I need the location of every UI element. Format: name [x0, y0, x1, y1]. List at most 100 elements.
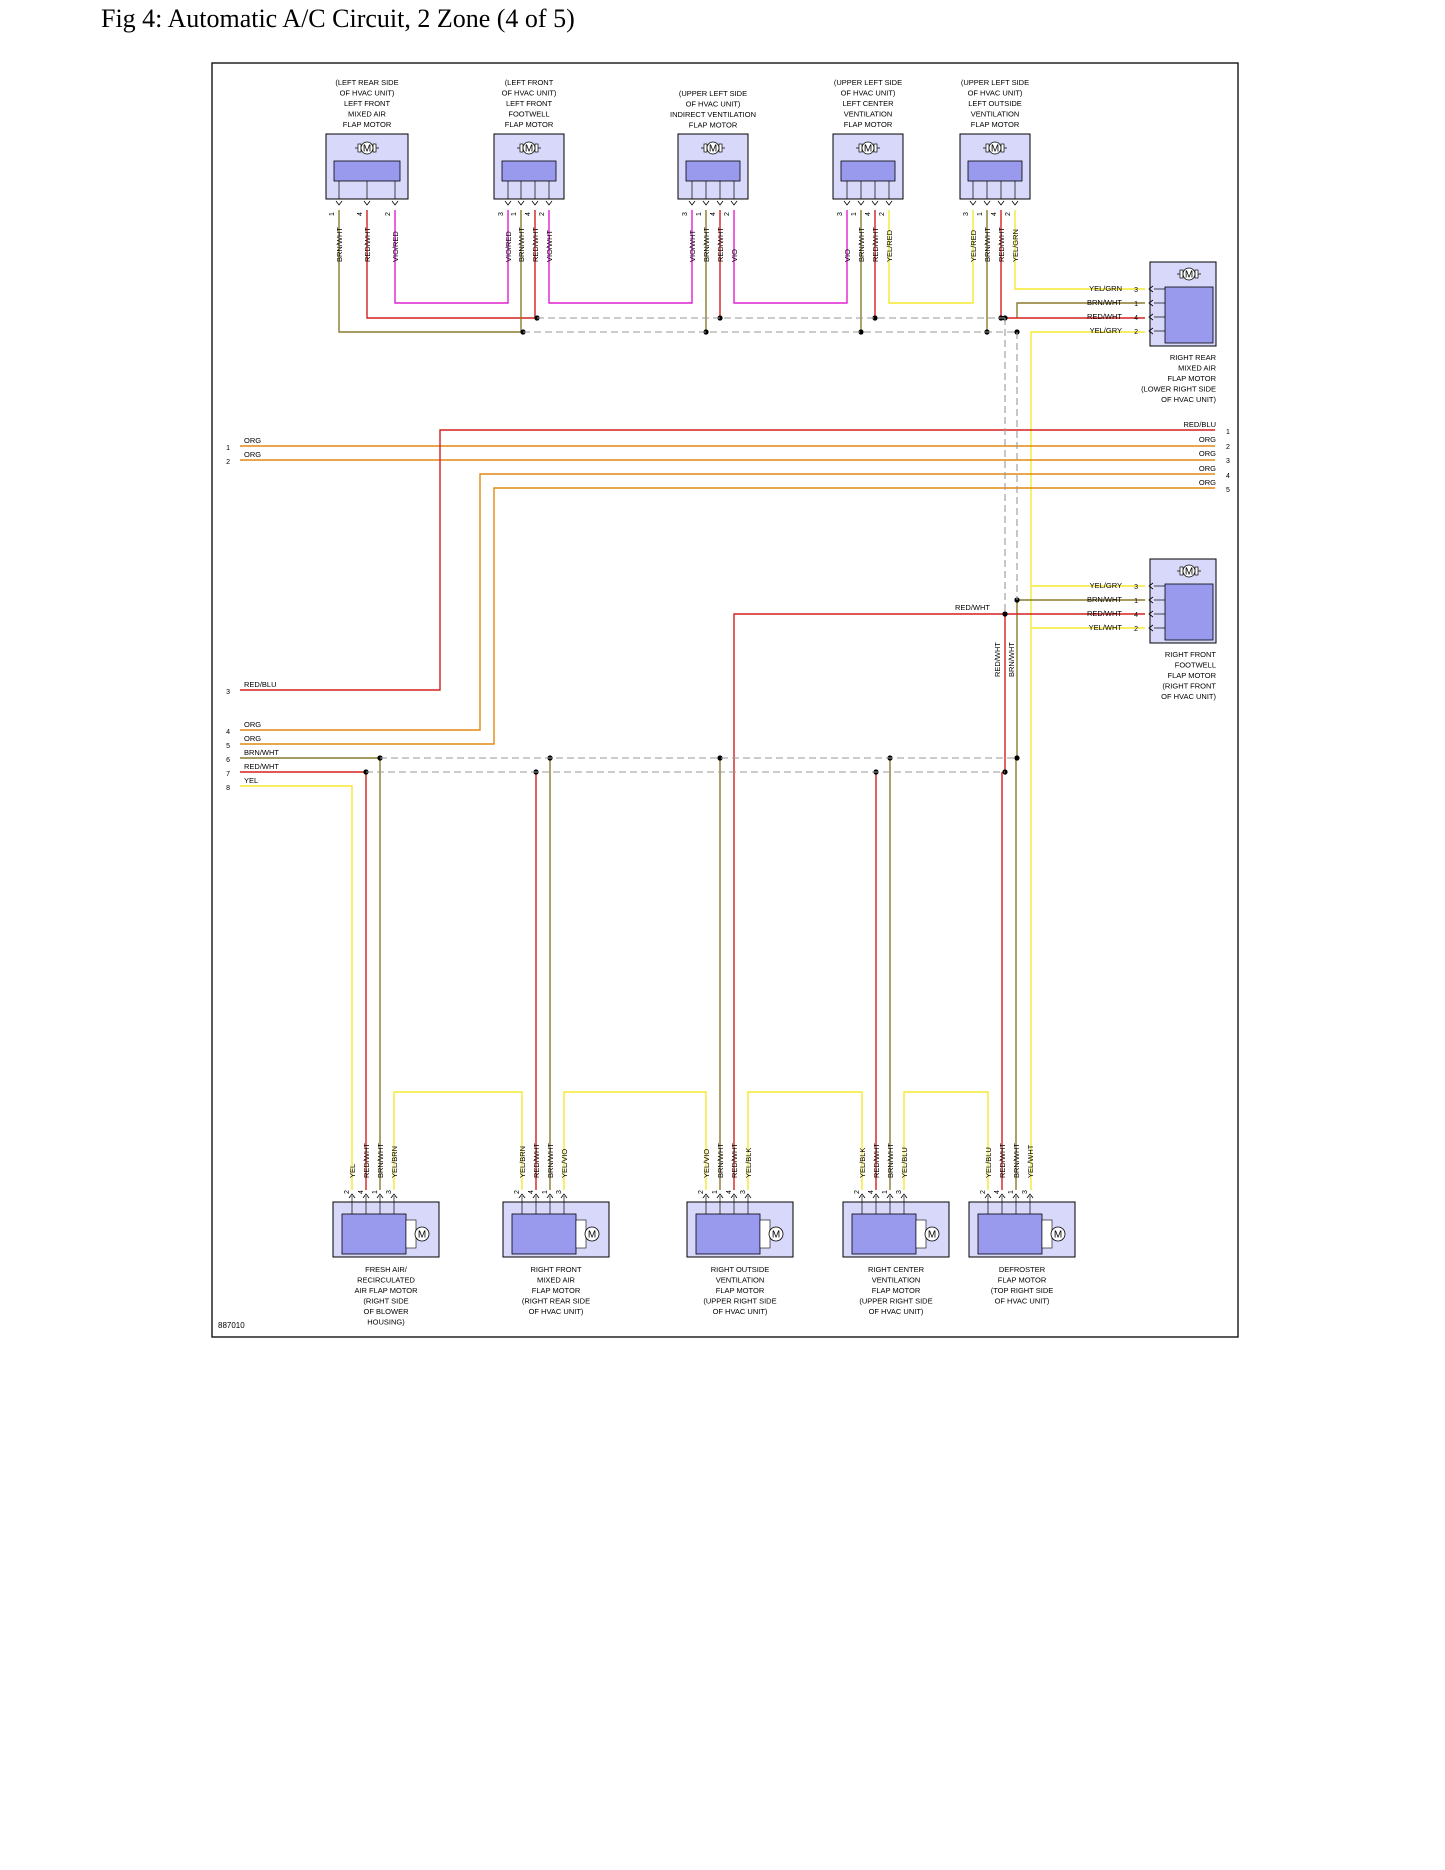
top-motor-label: OF HVAC UNIT): [968, 89, 1023, 98]
top-motor-5: M: [959, 133, 1031, 206]
connector-wire-label: ORG: [1199, 464, 1216, 473]
motor-symbol: M: [709, 144, 717, 155]
wire-label: RED/WHT: [531, 227, 540, 262]
motor-brush: [718, 143, 723, 153]
motor-symbol: M: [1185, 270, 1193, 281]
top-motor-label: OF HVAC UNIT): [340, 89, 395, 98]
motor-brush: [1000, 143, 1005, 153]
connector-wire-label: BRN/WHT: [244, 748, 279, 757]
top-motor-label: LEFT CENTER: [842, 99, 894, 108]
motor-brush: [519, 143, 524, 153]
wire-label: BRN/WHT: [886, 1143, 895, 1178]
top-motor-label: FLAP MOTOR: [844, 120, 893, 129]
pin-number: 1: [882, 1190, 889, 1194]
pin-arrow: [1148, 596, 1154, 604]
connector-wire-label: ORG: [244, 450, 261, 459]
connector-wire-label: YEL: [244, 776, 258, 785]
pin-arrow: [348, 1193, 356, 1199]
pin-arrow: [969, 200, 977, 206]
wire-label: RED/WHT: [363, 227, 372, 262]
motor-body: [977, 1213, 1043, 1255]
connector-pin: 4: [226, 729, 230, 736]
right-motor-label: RIGHT REAR: [1170, 353, 1217, 362]
motor-brush: [534, 143, 539, 153]
bottom-motor-label: OF HVAC UNIT): [713, 1307, 768, 1316]
wire-label: BRN/WHT: [1087, 298, 1122, 307]
wire-label: BRN/WHT: [517, 227, 526, 262]
pin-number: 3: [386, 1190, 393, 1194]
wire-label: YEL/BLK: [858, 1148, 867, 1178]
wire-label: RED/WHT: [1087, 609, 1122, 618]
motor-body: [967, 160, 1023, 182]
figure-id: 887010: [218, 1321, 245, 1330]
motor-brush: [703, 143, 708, 153]
pin-number: 3: [740, 1190, 747, 1194]
motor-brush: [1179, 269, 1184, 279]
top-motor-label: MIXED AIR: [348, 110, 387, 119]
wire-label: YEL/VIO: [702, 1149, 711, 1178]
pin-arrow: [531, 200, 539, 206]
motor-icon: [1182, 267, 1196, 281]
bottom-motor-label: FRESH AIR/: [365, 1265, 408, 1274]
pin-number: 2: [385, 212, 392, 216]
pin-number: 3: [896, 1190, 903, 1194]
wire-label: RED/WHT: [532, 1143, 541, 1178]
pin-number: 3: [1022, 1190, 1029, 1194]
pin-number: 2: [1005, 212, 1012, 216]
pin-arrow: [702, 1193, 710, 1199]
right-motor-label: OF HVAC UNIT): [1161, 692, 1216, 701]
wire: [888, 210, 974, 304]
pin-number: 1: [1134, 301, 1138, 308]
motor-body: [341, 1213, 407, 1255]
wire-label: VIO/RED: [391, 231, 400, 262]
pin-arrow: [872, 1193, 880, 1199]
pin-number: 3: [1134, 584, 1138, 591]
pin-number: 2: [344, 1190, 351, 1194]
pin-arrow: [390, 1193, 398, 1199]
motor-body: [1164, 286, 1214, 344]
pin-arrow: [504, 200, 512, 206]
connector-pin: 4: [1226, 473, 1230, 480]
pin-arrow: [885, 200, 893, 206]
pin-number: 2: [980, 1190, 987, 1194]
pin-number: 1: [1008, 1190, 1015, 1194]
wire: [1014, 210, 1145, 290]
top-motor-label: FOOTWELL: [508, 110, 549, 119]
connector-pin: 3: [1226, 458, 1230, 465]
pin-arrow: [900, 1193, 908, 1199]
motor-symbol: M: [991, 144, 999, 155]
motor-body: [501, 160, 557, 182]
pin-arrow: [871, 200, 879, 206]
pin-number: 2: [539, 212, 546, 216]
bottom-motor-label: OF BLOWER: [363, 1307, 409, 1316]
wire: [903, 1091, 989, 1190]
pin-number: 4: [991, 212, 998, 216]
top-motor-3: M: [677, 133, 749, 206]
wire-label: BRN/WHT: [1087, 595, 1122, 604]
connector-pin: 2: [1226, 444, 1230, 451]
motor-shaft: [1041, 1219, 1053, 1249]
wire-label: YEL/BRN: [390, 1146, 399, 1178]
bottom-motor-label: RIGHT OUTSIDE: [711, 1265, 770, 1274]
motor-icon: [1182, 564, 1196, 578]
motor-brush: [873, 143, 878, 153]
connector-pin: 1: [1226, 429, 1230, 436]
top-motor-label: (UPPER LEFT SIDE: [834, 78, 902, 87]
pin-arrow: [517, 200, 525, 206]
motor-icon: [414, 1226, 430, 1242]
connector-wire-label: ORG: [244, 720, 261, 729]
top-motor-label: LEFT FRONT: [344, 99, 391, 108]
top-motor-label: VENTILATION: [844, 110, 893, 119]
bottom-motor-label: RECIRCULATED: [357, 1276, 415, 1285]
pin-arrow: [997, 200, 1005, 206]
motor-body: [685, 160, 741, 182]
connector-pin: 5: [1226, 487, 1230, 494]
pin-arrow: [1148, 327, 1154, 335]
motor-shaft: [759, 1219, 771, 1249]
top-motor-label: (UPPER LEFT SIDE: [961, 78, 1029, 87]
top-motor-label: (LEFT REAR SIDE: [335, 78, 398, 87]
wire: [733, 613, 1005, 1098]
top-motor-2: M: [493, 133, 565, 206]
